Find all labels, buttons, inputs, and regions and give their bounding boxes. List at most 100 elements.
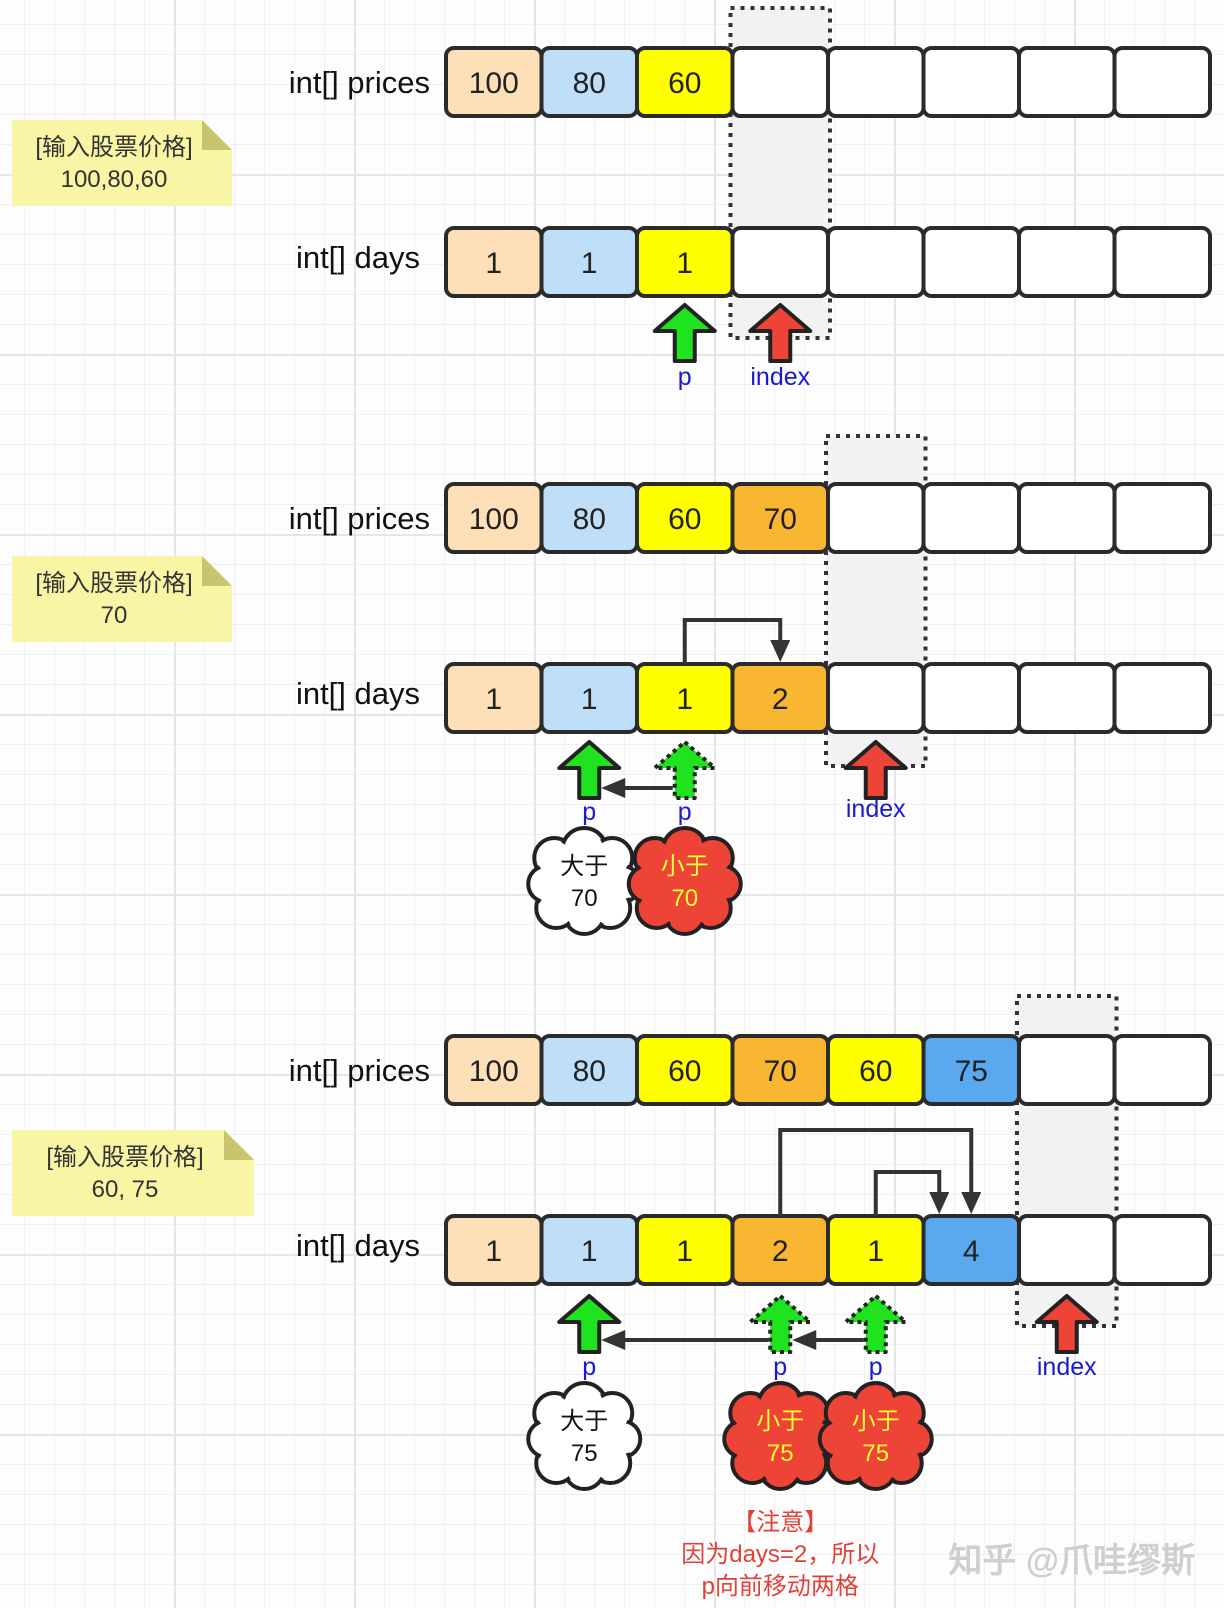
note-fold [224,1130,254,1160]
days-cell: 1 [635,226,735,298]
p-pointer: p [557,1294,622,1381]
index-label: index [1037,1353,1097,1381]
index-label: index [750,363,810,391]
previous-p-arrow-icon [843,1294,908,1354]
days-cell [921,662,1021,734]
prices-cell-value: 70 [764,503,797,536]
prices-cell: 60 [635,1034,735,1106]
warning-title: 【注意】 [732,1509,828,1536]
days-cell-value: 2 [772,683,789,716]
cloud-body [546,850,623,914]
prices-array-label: int[] prices [289,1053,430,1088]
p-pointer: p [748,1294,813,1381]
days-cell [1112,1214,1212,1286]
p-label: p [678,363,692,391]
days-cell: 1 [444,1214,544,1286]
days-cell: 1 [635,1214,735,1286]
days-cell: 1 [539,1214,639,1286]
prices-cell-box [921,482,1021,554]
index-pointer: index [1034,1294,1099,1381]
days-cell: 1 [539,226,639,298]
prices-cell [826,46,926,118]
days-cell-value: 1 [581,1235,598,1268]
prices-cell-value: 60 [859,1055,892,1088]
prices-array-label: int[] prices [289,65,430,100]
watermark: 知乎 @爪哇缪斯 [948,1542,1195,1580]
days-array-label: int[] days [296,676,420,711]
cloud-line-1: 大于 [560,1408,608,1435]
prices-cell-value: 80 [573,1055,606,1088]
index-arrow-icon [748,303,813,363]
days-cell [1017,1214,1117,1286]
note-value: 70 [101,602,128,629]
cloud-line-1: 大于 [560,853,608,880]
cloud-body [546,1405,623,1469]
days-cell [1112,226,1212,298]
warning-line-1: 因为days=2，所以 [681,1541,879,1568]
prices-cell [1112,1034,1212,1106]
days-cell: 4 [921,1214,1021,1286]
pointer-move-arrowhead [792,1330,817,1350]
p-arrow-icon [652,303,717,363]
pointer-move-arrowhead [601,778,626,798]
days-cell-box [826,662,926,734]
days-cell-value: 1 [581,247,598,280]
index-arrow-icon [1034,1294,1099,1354]
days-cell [1017,662,1117,734]
note-title: [输入股票价格] [35,134,192,161]
days-cell-box [730,226,830,298]
prices-cell: 100 [444,482,544,554]
prices-cell-box [1112,1034,1212,1106]
prices-cell: 100 [444,46,544,118]
cloud-line-1: 小于 [756,1408,804,1435]
days-cell [730,226,830,298]
cloud-body [837,1405,914,1469]
prices-cell: 80 [539,482,639,554]
days-cell-value: 4 [963,1235,980,1268]
note-title: [输入股票价格] [46,1144,203,1171]
prices-cell [1017,46,1117,118]
note-title: [输入股票价格] [35,570,192,597]
days-cell [921,226,1021,298]
days-cell-value: 1 [676,683,693,716]
cloud-line-1: 小于 [852,1408,900,1435]
prices-cell-value: 75 [955,1055,988,1088]
days-cell: 1 [444,662,544,734]
cloud-callout-1: 大于 75 [526,1381,643,1491]
previous-p-arrow-icon [652,740,717,800]
prices-cell-box [1017,46,1117,118]
prices-cell: 60 [635,482,735,554]
prices-cell: 70 [730,1034,830,1106]
cloud-line-1: 小于 [661,853,709,880]
days-cell: 1 [826,1214,926,1286]
days-cell: 2 [730,1214,830,1286]
span-link-arrowhead [770,640,791,662]
prices-cell-box [1017,482,1117,554]
prices-cell [1017,482,1117,554]
note-paper [12,556,232,642]
prices-cell [921,482,1021,554]
p-label: p [773,1353,787,1381]
input-note: [输入股票价格] 70 [12,556,232,642]
days-cell-box [1017,226,1117,298]
days-cell-value: 1 [485,1235,502,1268]
prices-cell [826,482,926,554]
cloud-body [646,850,723,914]
days-cell: 1 [635,662,735,734]
note-paper [12,1130,254,1216]
cloud-line-2: 75 [571,1440,598,1467]
days-cell-box [1112,662,1212,734]
prices-cell-value: 100 [469,503,519,536]
prices-cell-value: 70 [764,1055,797,1088]
note-paper [12,120,232,206]
index-pointer: index [748,303,813,391]
days-cell-box [826,226,926,298]
days-cell-box [1112,226,1212,298]
days-array-label: int[] days [296,240,420,275]
